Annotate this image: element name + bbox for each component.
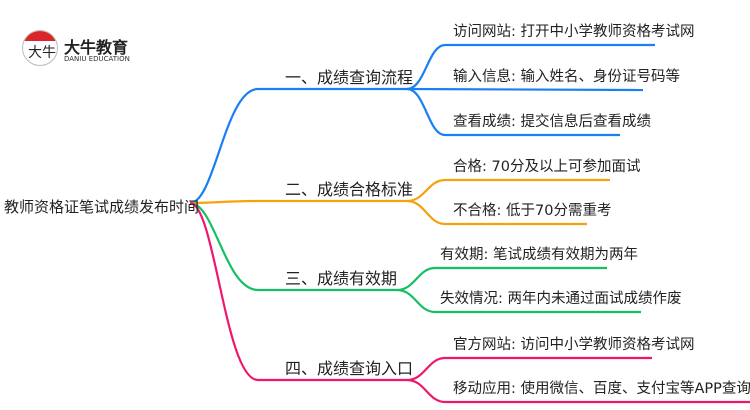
logo: 大牛 大牛教育 DANIU EDUCATION [22,28,142,72]
leaf: 失效情况: 两年内未通过面试成绩作废 [440,291,682,307]
leaf: 访问网站: 打开中小学教师资格考试网 [453,24,695,40]
branch-4-label: 四、成绩查询入口 [285,359,414,378]
branch-1-label: 一、成绩查询流程 [285,68,414,87]
leaf: 查看成绩: 提交信息后查看成绩 [453,114,651,130]
leaf: 不合格: 低于70分需重考 [453,203,612,219]
leaf: 有效期: 笔试成绩有效期为两年 [440,247,638,263]
branch-2-label: 二、成绩合格标准 [285,180,414,199]
branch-1-lines [189,43,655,205]
logo-en: DANIU EDUCATION [64,55,130,63]
leaf: 移动应用: 使用微信、百度、支付宝等APP查询 [453,381,750,397]
leaf: 合格: 70分及以上可参加面试 [453,159,641,175]
branch-3-label: 三、成绩有效期 [285,269,398,288]
logo-name: 大牛教育 [64,38,129,57]
leaf: 官方网站: 访问中小学教师资格考试网 [453,337,695,353]
logo-mark: 大牛 [22,30,58,66]
branch-3-lines [189,201,641,314]
root-topic: 教师资格证笔试成绩发布时间 [4,198,200,216]
branch-4-lines [189,201,750,404]
leaf: 输入信息: 输入姓名、身份证号码等 [453,69,680,85]
branch-2-lines [189,178,610,226]
